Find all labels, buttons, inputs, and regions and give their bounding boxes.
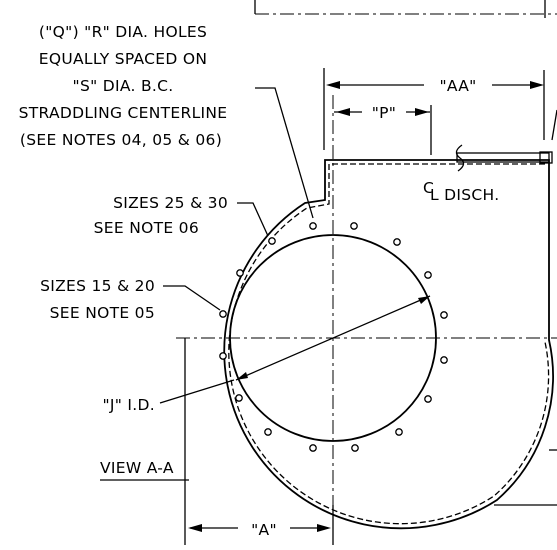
centerline-discharge-label: C L DISCH. <box>423 179 499 204</box>
bolt-hole <box>219 310 227 318</box>
dimension-p-label: "P" <box>372 104 397 122</box>
bolt-holes <box>219 222 448 452</box>
dimension-p <box>334 105 432 155</box>
bolt-hole <box>424 271 432 279</box>
diameter-leader <box>159 295 431 404</box>
bolt-hole <box>440 311 448 319</box>
top-frame <box>254 0 557 18</box>
bolt-hole <box>351 444 359 452</box>
holes-note-line: ("Q") "R" DIA. HOLES <box>39 23 207 41</box>
note-leaders <box>163 87 314 311</box>
bolt-hole <box>236 269 244 277</box>
sizes-15-20-line: SEE NOTE 05 <box>50 304 155 322</box>
centerline-symbol: C <box>423 179 434 197</box>
dimension-aa-label: "AA" <box>439 77 476 95</box>
holes-note-line: EQUALLY SPACED ON <box>39 50 207 68</box>
bolt-hole <box>424 395 432 403</box>
bolt-hole <box>309 444 317 452</box>
sizes-15-20-line: SIZES 15 & 20 <box>40 277 155 295</box>
housing-outline <box>223 159 557 530</box>
sizes-15-20-note: SIZES 15 & 20 SEE NOTE 05 <box>40 277 155 322</box>
centerlines <box>176 95 557 520</box>
bolt-hole <box>440 356 448 364</box>
bolt-hole <box>393 238 401 246</box>
holes-note-line: STRADDLING CENTERLINE <box>19 104 228 122</box>
bolt-hole <box>350 222 358 230</box>
sizes-25-30-line: SEE NOTE 06 <box>94 219 199 237</box>
view-title: VIEW A-A <box>100 459 189 481</box>
holes-note: ("Q") "R" DIA. HOLES EQUALLY SPACED ON "… <box>19 23 228 149</box>
dimension-aa <box>323 68 557 150</box>
bolt-hole <box>235 394 243 402</box>
inner-diameter-label: "J" I.D. <box>102 396 155 414</box>
inner-diameter-circle <box>229 234 437 442</box>
bolt-hole <box>264 428 272 436</box>
dimension-a <box>184 338 334 545</box>
view-title-text: VIEW A-A <box>100 459 174 477</box>
discharge-flange <box>455 144 553 172</box>
bolt-hole <box>268 237 276 245</box>
sizes-25-30-note: SIZES 25 & 30 SEE NOTE 06 <box>94 194 228 237</box>
dimension-a-label: "A" <box>251 521 277 539</box>
bolt-hole <box>309 222 317 230</box>
centerline-text: L DISCH. <box>430 186 499 204</box>
holes-note-line: (SEE NOTES 04, 05 & 06) <box>20 131 222 149</box>
holes-note-line: "S" DIA. B.C. <box>73 77 174 95</box>
bolt-hole <box>395 428 403 436</box>
sizes-25-30-line: SIZES 25 & 30 <box>113 194 228 212</box>
bolt-hole <box>219 352 227 360</box>
